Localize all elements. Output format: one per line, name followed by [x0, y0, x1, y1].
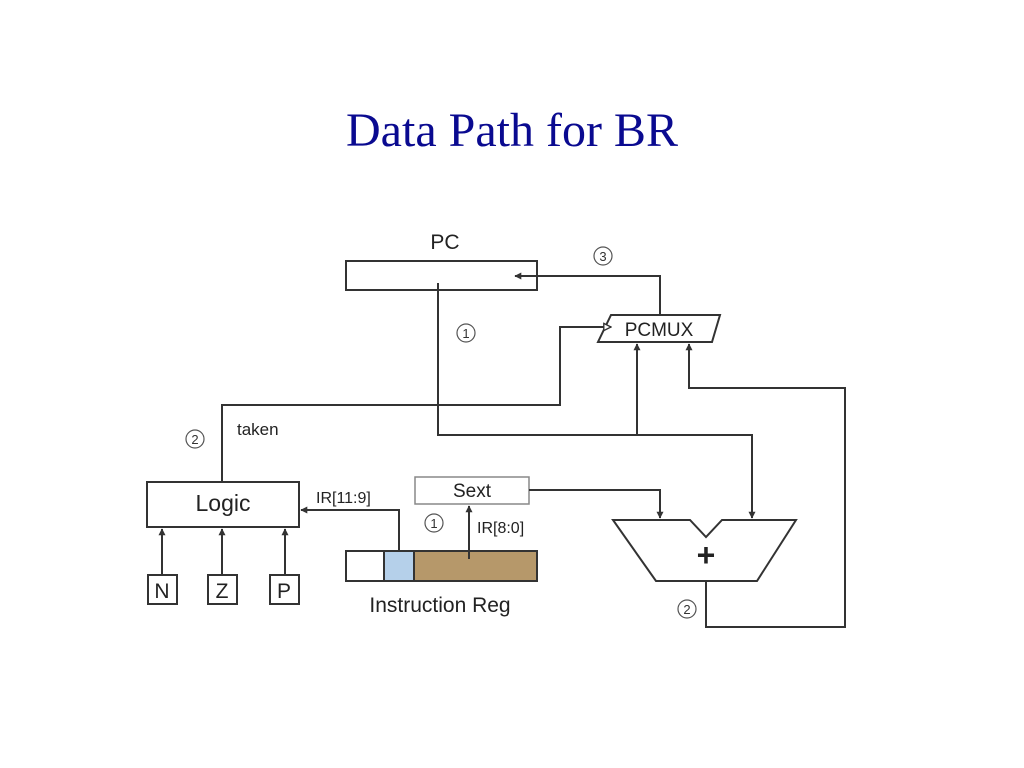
ir-11-9-label: IR[11:9]: [316, 490, 371, 507]
sext-block: [414, 476, 530, 505]
pc-label: PC: [430, 231, 459, 254]
sext-to-adder-wire: [529, 489, 664, 519]
ir-8-0-label: IR[8:0]: [477, 520, 524, 537]
step-1-circle-pc: [456, 323, 476, 343]
flag-z-label: Z: [216, 580, 229, 603]
ir-field-offset: [413, 550, 538, 582]
taken-wire: [221, 327, 611, 482]
step-1-label-pc: 1: [462, 326, 469, 341]
step-1-label-ir: 1: [430, 516, 437, 531]
step-2-label-logic: 2: [191, 432, 198, 447]
flag-n-box: [147, 574, 178, 605]
ir-field-cond: [383, 550, 415, 582]
logic-block: [146, 481, 300, 528]
step-3-label: 3: [599, 249, 606, 264]
instruction-reg-label: Instruction Reg: [369, 594, 510, 617]
adder-to-pcmux-wire: [685, 343, 846, 628]
pcmux-label: PCMUX: [625, 320, 694, 341]
step-1-circle-ir: [424, 513, 444, 533]
flag-p-box: [269, 574, 300, 605]
step-3-circle: [593, 246, 613, 266]
pcmux-to-pc-wire: [514, 272, 661, 315]
adder: [611, 519, 798, 582]
pc-register: [345, 260, 538, 291]
step-2-circle-logic: [185, 429, 205, 449]
sext-label: Sext: [453, 481, 492, 502]
taken-label: taken: [237, 420, 279, 439]
step-2-label-adder: 2: [683, 602, 690, 617]
slide-title: Data Path for BR: [346, 104, 678, 157]
pcmux: [596, 314, 722, 343]
flag-p-label: P: [277, 580, 291, 603]
pc-output-wire: [437, 283, 756, 519]
adder-label: +: [697, 537, 716, 573]
flag-n-label: N: [154, 580, 169, 603]
ir-11-9-wire: [300, 506, 400, 551]
step-2-circle-adder: [677, 599, 697, 619]
logic-label: Logic: [196, 490, 251, 516]
ir-field-opcode: [345, 550, 385, 582]
